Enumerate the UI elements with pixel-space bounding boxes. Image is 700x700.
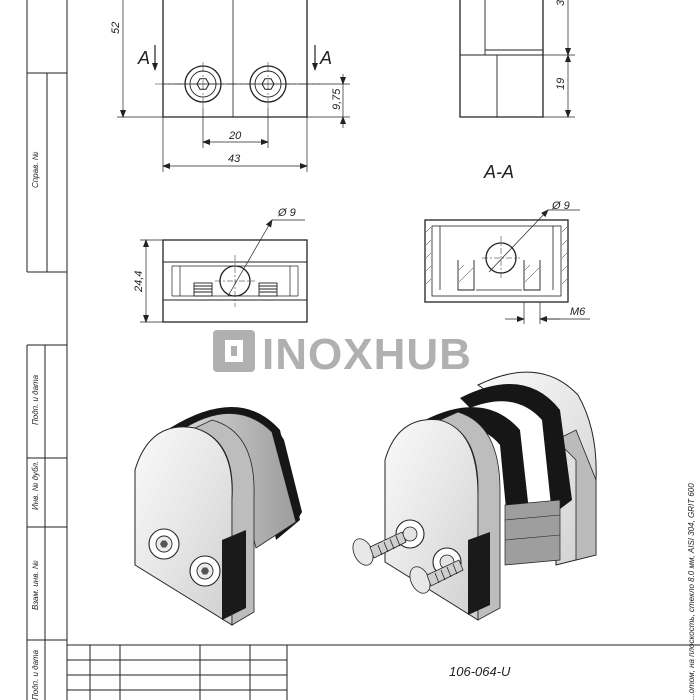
dim-height-52: 52 [110, 22, 122, 34]
part-code: 106-064-U [449, 664, 511, 679]
material-note: ...отом, на плоскость, стекло 8.0 мм, AI… [687, 483, 696, 700]
side-dimensions [543, 0, 575, 118]
front-dimensions [117, 0, 350, 172]
sheet-frame [26, 0, 68, 700]
dim-diameter-section: Ø 9 [551, 200, 570, 212]
section-title: A-A [483, 162, 514, 182]
dim-diameter-bottom: Ø 9 [277, 207, 296, 219]
watermark: INOXHUB [213, 330, 472, 379]
podp-data-label-1: Подп. и дата [31, 374, 40, 425]
dim-width-43: 43 [228, 153, 241, 165]
bottom-view-screws [193, 282, 278, 297]
watermark-text: INOXHUB [262, 330, 472, 379]
sprav-label: Справ. № [31, 151, 40, 188]
section-dims [488, 209, 590, 324]
section-hatch [425, 226, 568, 285]
podp-data-label-2: Подп. и дата [31, 649, 40, 700]
bottom-view [162, 239, 308, 323]
title-block [67, 644, 700, 700]
section-markers [152, 45, 318, 71]
vzam-inv-label: Взам. инв. № [31, 560, 40, 610]
inv-dubl-label: Инв. № дубл. [31, 461, 40, 510]
dim-side-top: 3 [555, 0, 567, 6]
isometric-clamp-left [134, 406, 302, 626]
dim-hole-spacing-20: 20 [228, 130, 242, 142]
isometric-clamp-right [352, 371, 597, 621]
section-marker-right: A [319, 48, 332, 68]
section-a-a [424, 219, 569, 303]
dim-side-19: 19 [555, 78, 567, 90]
dim-24-4: 24,4 [133, 271, 145, 293]
dim-9-75: 9,75 [331, 88, 343, 110]
bottom-view-dims [140, 219, 305, 323]
screw-icon [352, 531, 407, 566]
dim-thread-m6: M6 [570, 306, 586, 318]
side-view [459, 0, 544, 118]
screw-icon [409, 559, 464, 594]
section-marker-left: A [137, 48, 150, 68]
front-view [155, 0, 320, 118]
